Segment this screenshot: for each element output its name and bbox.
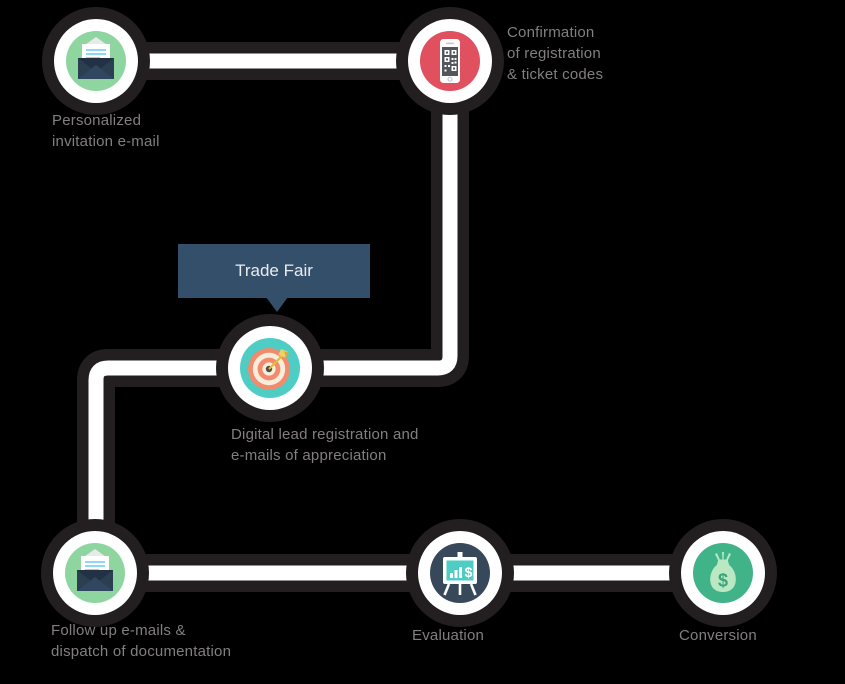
label-line: Evaluation bbox=[412, 627, 485, 644]
label-line: Follow up e-mails & bbox=[51, 622, 186, 639]
label-line: e-mails of appreciation bbox=[231, 447, 387, 464]
node-disc bbox=[66, 31, 126, 91]
svg-text:$: $ bbox=[718, 571, 728, 591]
target-icon bbox=[248, 348, 290, 390]
label-conversion: Conversion bbox=[679, 625, 757, 646]
node-white-ring bbox=[228, 326, 312, 410]
node-disc bbox=[240, 338, 300, 398]
label-line: dispatch of documentation bbox=[51, 643, 232, 660]
node-white-ring bbox=[408, 19, 492, 103]
node-white-ring: $ bbox=[681, 531, 765, 615]
trade-fair-callout: Trade Fair bbox=[178, 244, 370, 312]
node-disc bbox=[420, 31, 480, 91]
node-follow-up-emails bbox=[41, 519, 149, 627]
node-personalized-invitation bbox=[42, 7, 150, 115]
node-digital-lead-registration bbox=[216, 314, 324, 422]
journey-path-line bbox=[88, 53, 723, 581]
label-follow-up-emails: Follow up e-mails & dispatch of document… bbox=[51, 620, 231, 662]
svg-text:$: $ bbox=[465, 564, 473, 580]
node-disc: $ bbox=[693, 543, 753, 603]
node-disc: $ bbox=[430, 543, 490, 603]
node-evaluation: $ bbox=[406, 519, 514, 627]
node-conversion: $ bbox=[669, 519, 777, 627]
node-white-ring bbox=[53, 531, 137, 615]
node-registration-confirmation bbox=[396, 7, 504, 115]
smartphone-qr-icon bbox=[440, 39, 460, 83]
label-registration-confirmation: Confirmation of registration & ticket co… bbox=[507, 22, 603, 85]
envelope-icon bbox=[77, 549, 113, 591]
label-line: & ticket codes bbox=[507, 66, 604, 83]
journey-path-outline bbox=[77, 42, 723, 592]
label-line: invitation e-mail bbox=[52, 133, 160, 150]
presentation-chart-icon: $ bbox=[443, 552, 477, 596]
label-line: Personalized bbox=[52, 112, 142, 129]
label-line: of registration bbox=[507, 45, 601, 62]
envelope-icon bbox=[78, 37, 114, 79]
label-digital-lead-registration: Digital lead registration and e-mails of… bbox=[231, 424, 419, 466]
money-bag-icon: $ bbox=[710, 552, 736, 592]
callout-label: Trade Fair bbox=[235, 261, 313, 280]
label-line: Digital lead registration and bbox=[231, 426, 419, 443]
label-line: Confirmation bbox=[507, 24, 595, 41]
label-evaluation: Evaluation bbox=[412, 625, 484, 646]
label-line: Conversion bbox=[679, 627, 757, 644]
node-white-ring: $ bbox=[418, 531, 502, 615]
node-disc bbox=[65, 543, 125, 603]
label-personalized-invitation: Personalized invitation e-mail bbox=[52, 110, 160, 152]
node-white-ring bbox=[54, 19, 138, 103]
